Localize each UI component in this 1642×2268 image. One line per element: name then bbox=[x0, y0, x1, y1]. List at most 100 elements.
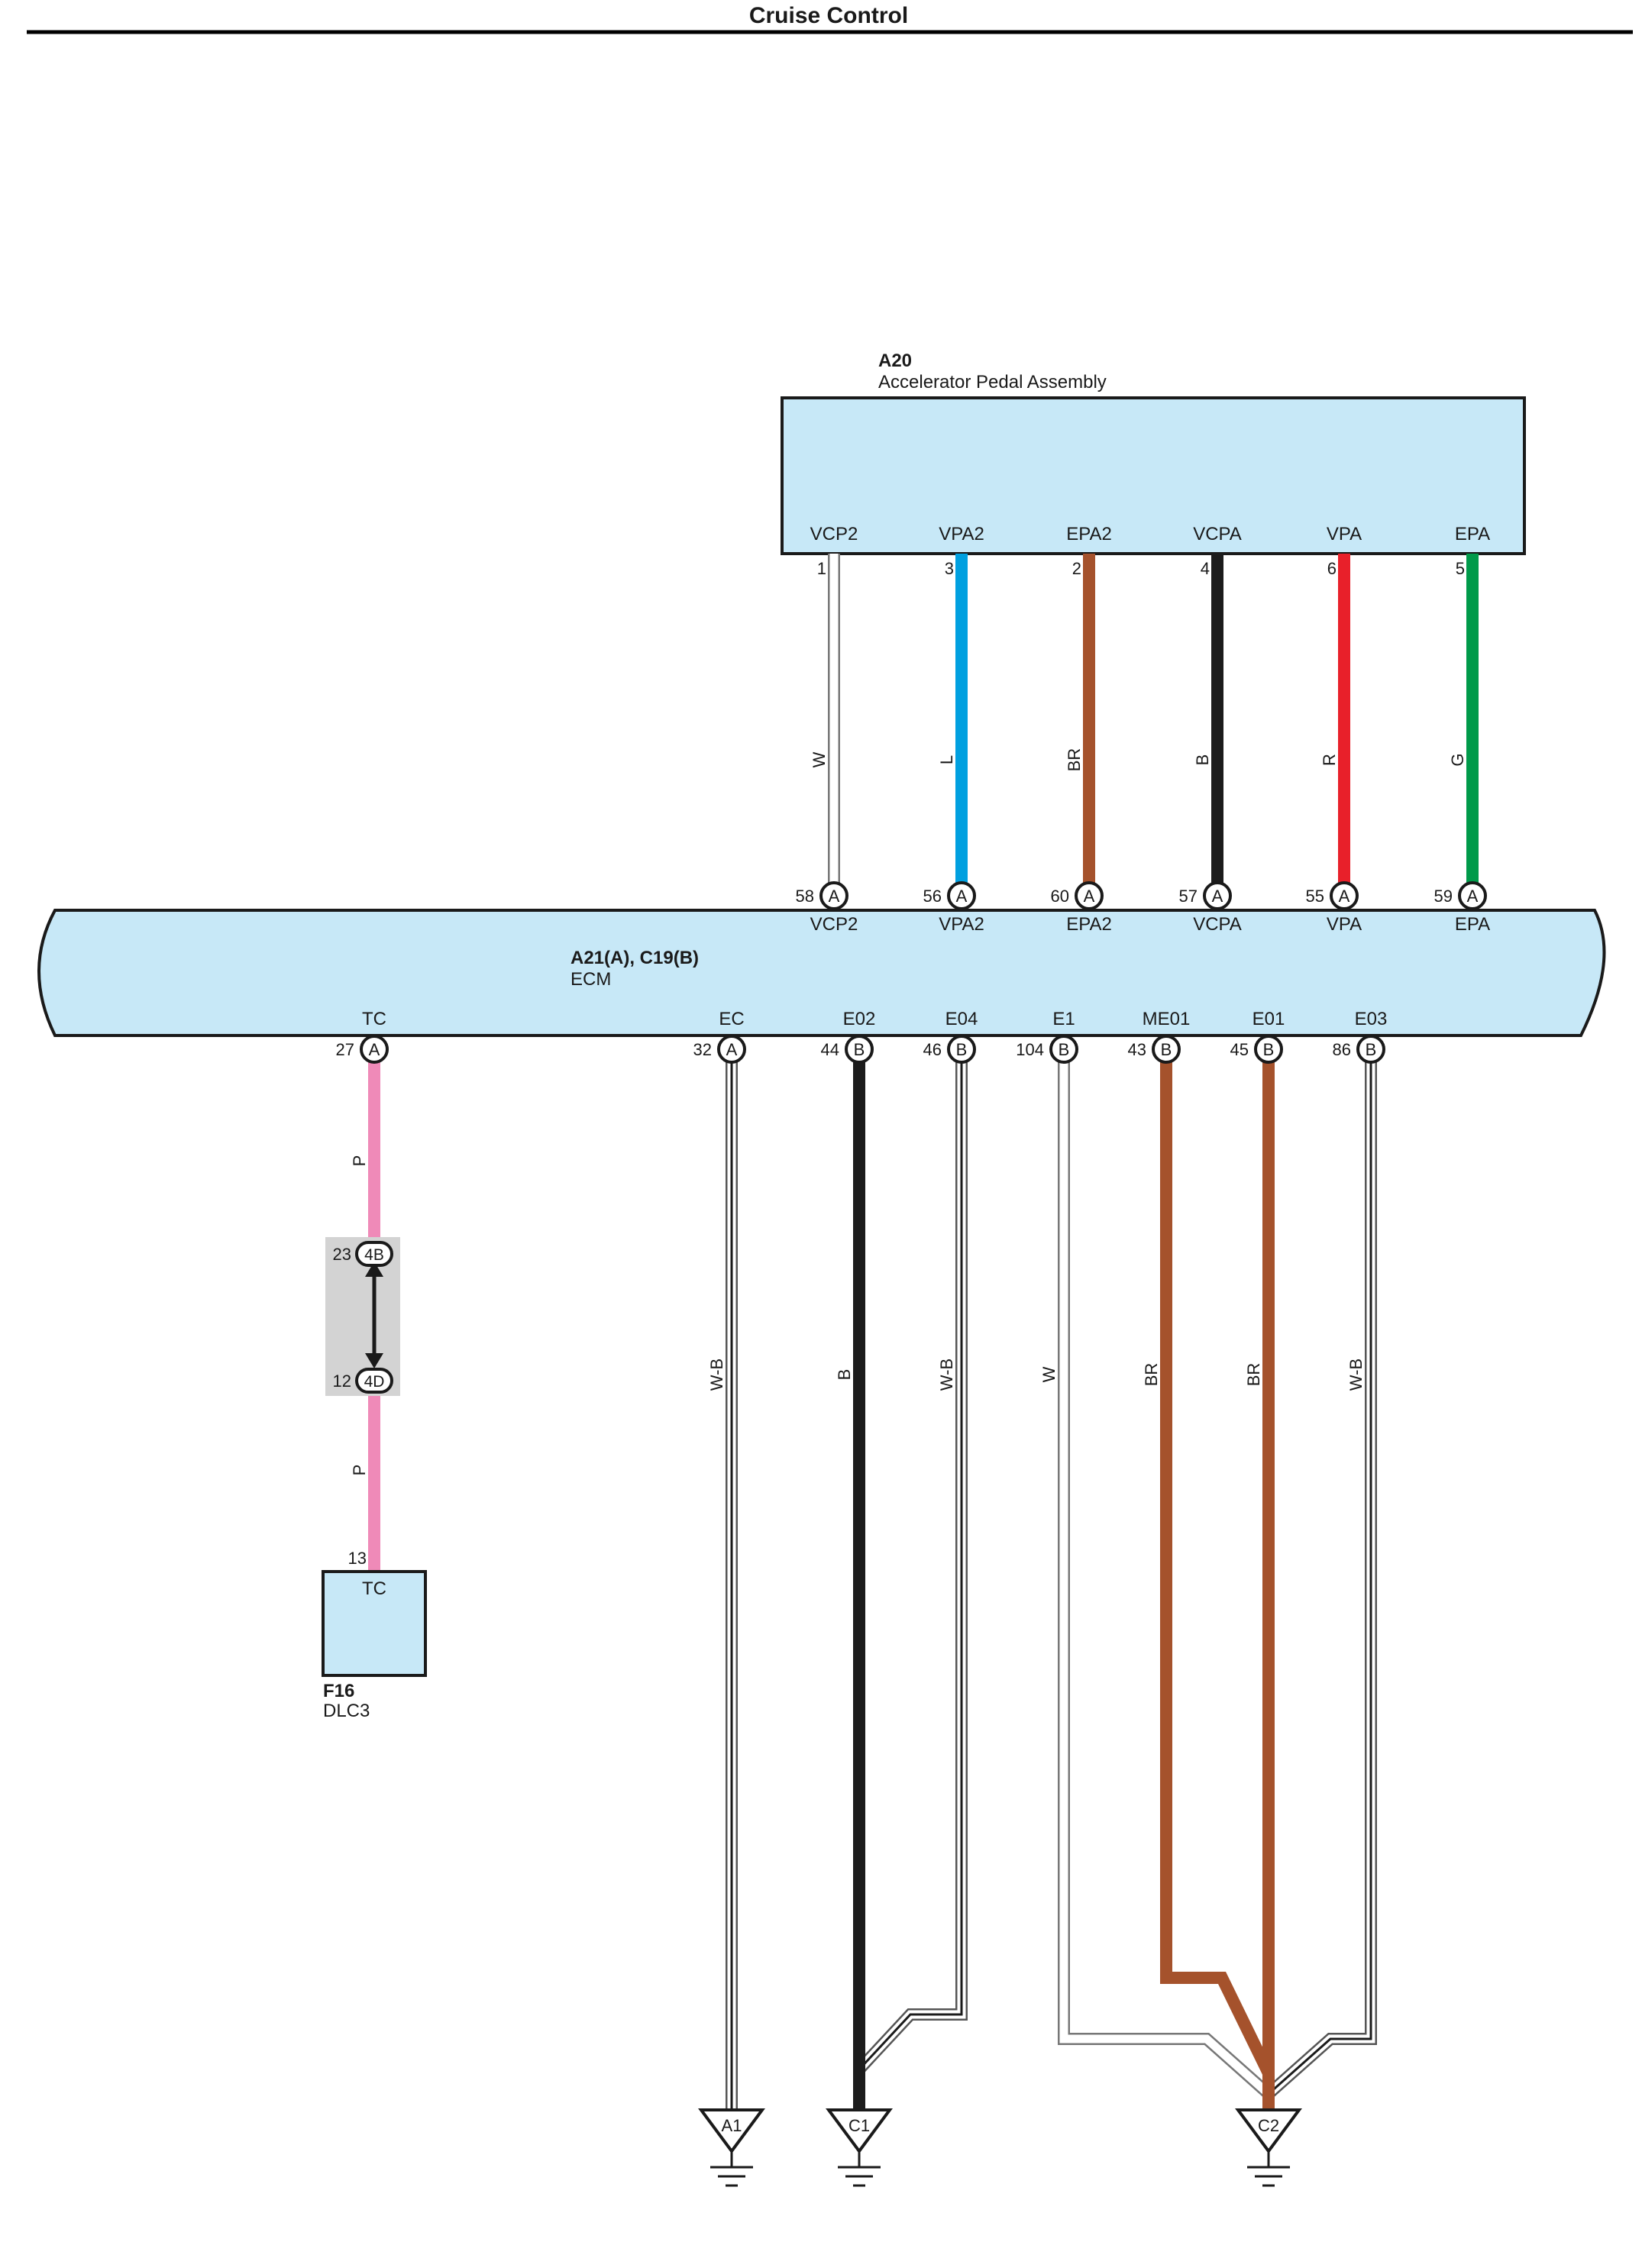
dlc3-id: F16 bbox=[323, 1681, 354, 1701]
pedal-pin: 4 bbox=[1201, 559, 1210, 578]
connector-marker: A 27 bbox=[336, 1035, 389, 1064]
ecm-terminal-me01: ME01 bbox=[1143, 1009, 1191, 1029]
connector-marker: A 60 bbox=[1051, 881, 1104, 910]
pedal-name: Accelerator Pedal Assembly bbox=[878, 372, 1107, 393]
ecm-terminal-epa2: EPA2 bbox=[1066, 914, 1112, 935]
svg-text:B: B bbox=[1161, 1040, 1172, 1059]
connector-marker: B 45 bbox=[1230, 1035, 1283, 1064]
ecm-name: ECM bbox=[570, 969, 611, 990]
wire-color-label: B bbox=[1193, 754, 1212, 766]
dlc3-box bbox=[322, 1570, 427, 1677]
connector-marker: A 56 bbox=[923, 881, 976, 910]
ecm-terminal-tc: TC bbox=[362, 1009, 386, 1029]
svg-text:58: 58 bbox=[796, 887, 814, 906]
wire-color-label: P bbox=[350, 1155, 369, 1167]
svg-text:23: 23 bbox=[333, 1245, 351, 1264]
wire-color-label: B bbox=[835, 1369, 854, 1381]
ground-c2: C2 bbox=[1235, 2108, 1302, 2187]
svg-text:A: A bbox=[1212, 887, 1223, 906]
svg-text:A: A bbox=[829, 887, 840, 906]
ground-a1: A1 bbox=[698, 2108, 765, 2187]
ground-c1: C1 bbox=[826, 2108, 893, 2187]
svg-text:27: 27 bbox=[336, 1040, 354, 1059]
svg-text:B: B bbox=[1059, 1040, 1070, 1059]
svg-text:A: A bbox=[1084, 887, 1095, 906]
pedal-terminal-epa2: EPA2 bbox=[1066, 524, 1112, 544]
ecm-terminal-e04: E04 bbox=[945, 1009, 978, 1029]
svg-text:A: A bbox=[369, 1040, 380, 1059]
wire-color-label: W-B bbox=[937, 1359, 956, 1391]
svg-text:44: 44 bbox=[821, 1040, 839, 1059]
wire-color-label: BR bbox=[1244, 1363, 1263, 1387]
svg-text:B: B bbox=[854, 1040, 865, 1059]
pedal-pin: 1 bbox=[817, 559, 826, 578]
pedal-id: A20 bbox=[878, 351, 912, 371]
connector-marker: A 59 bbox=[1434, 881, 1487, 910]
ecm-terminal-ec: EC bbox=[719, 1009, 744, 1029]
pedal-pin: 5 bbox=[1456, 559, 1465, 578]
pedal-terminal-epa: EPA bbox=[1455, 524, 1490, 544]
svg-text:C2: C2 bbox=[1258, 2116, 1279, 2135]
ecm-terminal-e03: E03 bbox=[1355, 1009, 1388, 1029]
dlc3-pin: 13 bbox=[348, 1549, 367, 1568]
dlc3-name: DLC3 bbox=[323, 1701, 370, 1721]
svg-text:B: B bbox=[1366, 1040, 1377, 1059]
svg-text:4D: 4D bbox=[364, 1373, 385, 1391]
svg-text:60: 60 bbox=[1051, 887, 1069, 906]
dlc3-terminal-tc: TC bbox=[362, 1578, 386, 1599]
svg-text:A: A bbox=[1339, 887, 1350, 906]
page-title: Cruise Control bbox=[749, 3, 908, 28]
connector-marker: B 104 bbox=[1016, 1035, 1078, 1064]
svg-text:56: 56 bbox=[923, 887, 942, 906]
connector-marker: A 58 bbox=[796, 881, 848, 910]
connector-marker: B 43 bbox=[1128, 1035, 1181, 1064]
svg-text:57: 57 bbox=[1179, 887, 1198, 906]
connector-marker: A 32 bbox=[693, 1035, 746, 1064]
ecm-terminal-vpa: VPA bbox=[1327, 914, 1362, 935]
svg-text:55: 55 bbox=[1306, 887, 1324, 906]
pedal-terminal-vcp2: VCP2 bbox=[810, 524, 858, 544]
ecm-terminal-e02: E02 bbox=[843, 1009, 876, 1029]
wire-me01 bbox=[1160, 1049, 1275, 2123]
wire-color-label: P bbox=[350, 1465, 369, 1476]
wire-color-label: BR bbox=[1065, 748, 1084, 772]
svg-text:46: 46 bbox=[923, 1040, 942, 1059]
ecm-terminal-vcpa: VCPA bbox=[1193, 914, 1242, 935]
pedal-terminal-vpa: VPA bbox=[1327, 524, 1362, 544]
wire-color-label: W-B bbox=[1346, 1359, 1366, 1391]
connector-marker: A 55 bbox=[1306, 881, 1359, 910]
svg-text:59: 59 bbox=[1434, 887, 1453, 906]
connector-marker: A 57 bbox=[1179, 881, 1232, 910]
wire-e04 bbox=[855, 1049, 968, 2074]
wire-color-label: W bbox=[810, 751, 829, 767]
wire-color-label: R bbox=[1320, 754, 1339, 766]
svg-text:104: 104 bbox=[1016, 1040, 1044, 1059]
connector-marker: B 86 bbox=[1333, 1035, 1385, 1064]
ecm-id: A21(A), C19(B) bbox=[570, 948, 699, 968]
connector-marker: B 44 bbox=[821, 1035, 874, 1064]
pedal-terminal-vcpa: VCPA bbox=[1193, 524, 1242, 544]
svg-text:32: 32 bbox=[693, 1040, 712, 1059]
connector-marker: B 46 bbox=[923, 1035, 976, 1064]
svg-text:12: 12 bbox=[333, 1371, 351, 1391]
svg-text:A1: A1 bbox=[722, 2116, 742, 2135]
svg-text:B: B bbox=[1263, 1040, 1275, 1059]
wire-color-label: L bbox=[937, 755, 956, 764]
wire-e03 bbox=[1264, 1049, 1377, 2098]
svg-text:86: 86 bbox=[1333, 1040, 1351, 1059]
svg-text:43: 43 bbox=[1128, 1040, 1146, 1059]
pedal-pin: 2 bbox=[1072, 559, 1081, 578]
ecm-terminal-e01: E01 bbox=[1253, 1009, 1285, 1029]
svg-text:C1: C1 bbox=[848, 2116, 870, 2135]
svg-text:45: 45 bbox=[1230, 1040, 1249, 1059]
pedal-terminal-vpa2: VPA2 bbox=[939, 524, 984, 544]
pedal-pin: 6 bbox=[1327, 559, 1337, 578]
wire-color-label: G bbox=[1448, 753, 1467, 766]
wire-color-label: W bbox=[1039, 1366, 1059, 1382]
ecm-terminal-epa: EPA bbox=[1455, 914, 1490, 935]
pedal-box bbox=[781, 396, 1526, 555]
ecm-box bbox=[37, 909, 1606, 1037]
svg-text:B: B bbox=[956, 1040, 968, 1059]
svg-text:A: A bbox=[726, 1040, 738, 1059]
